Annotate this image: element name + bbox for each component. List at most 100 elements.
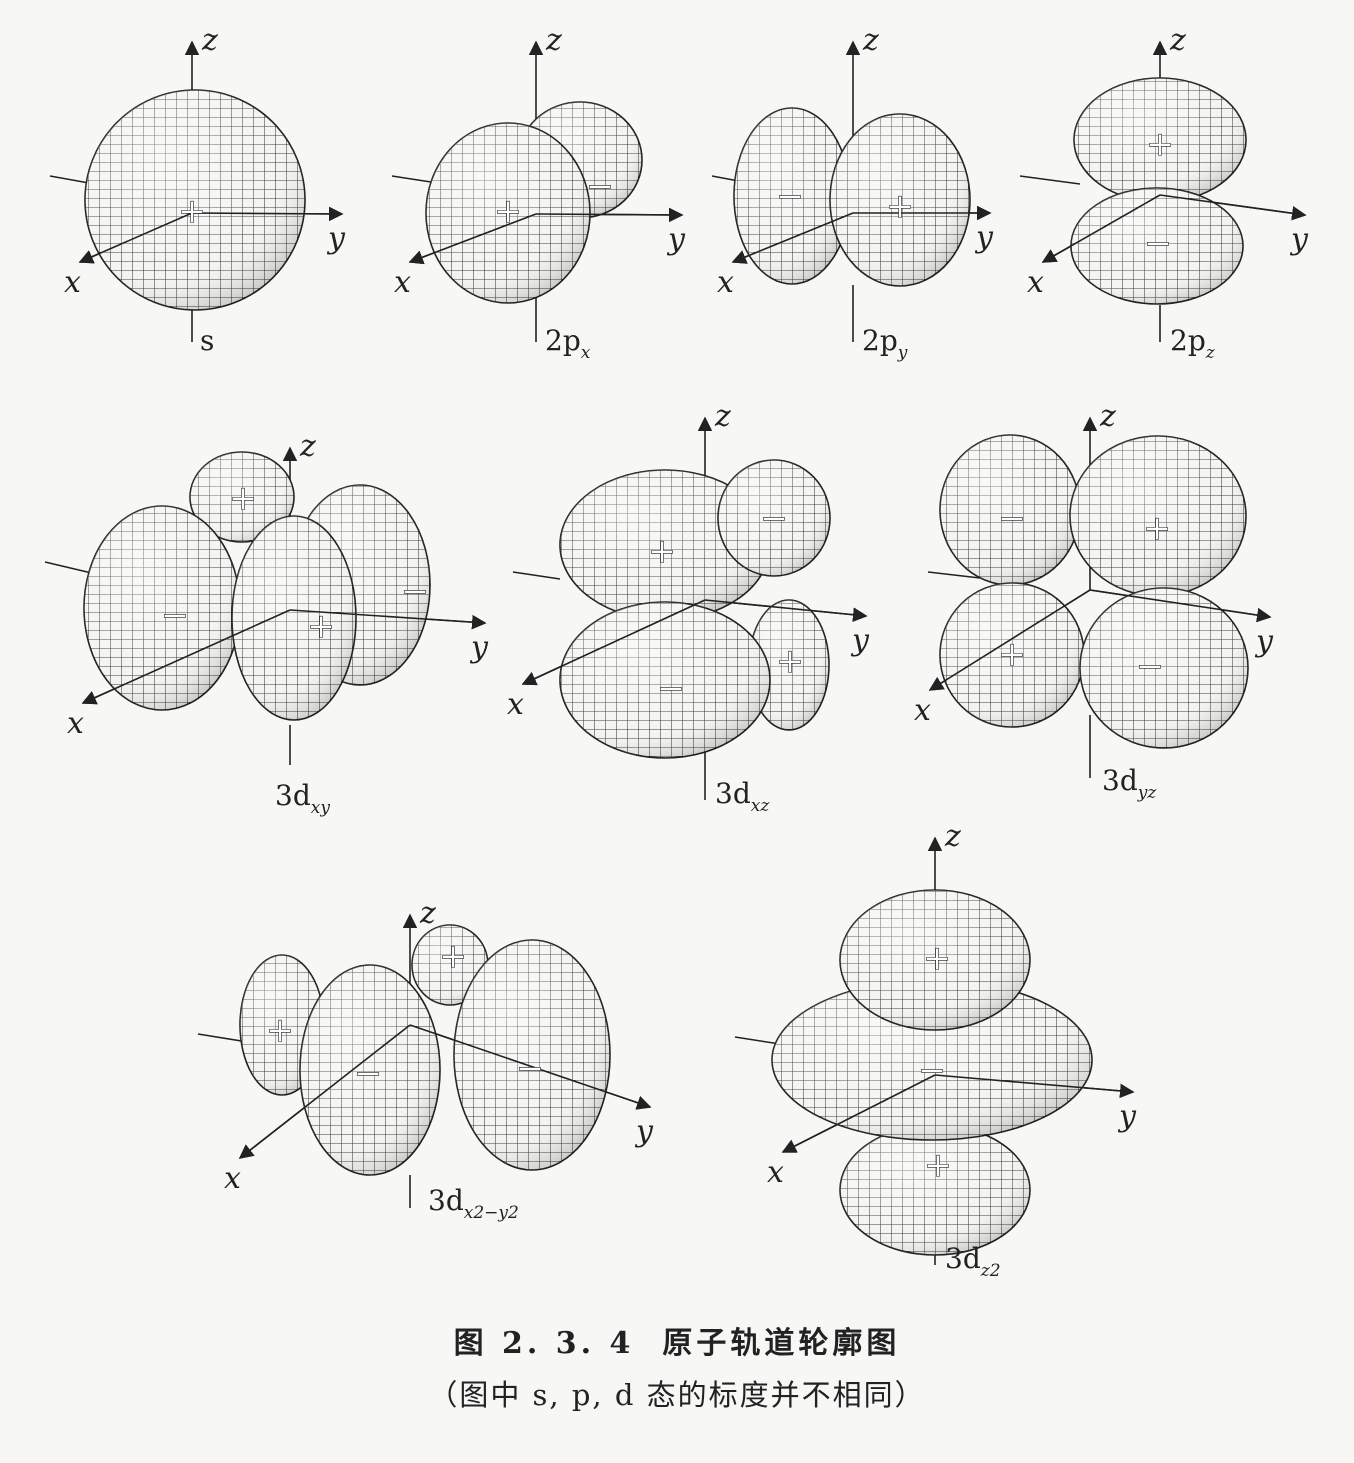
figure-subtitle: （图中 s, p, d 态的标度并不相同） <box>428 1378 926 1412</box>
x-axis-label: x <box>67 706 84 741</box>
phase-sign-3dyz-0: − <box>998 499 1027 539</box>
phase-sign-3dxy-1: − <box>401 572 430 612</box>
phase-sign-2py-0: − <box>776 177 805 217</box>
lobe-3dx2y2-0-shade <box>412 925 488 1005</box>
x-axis-front <box>781 1074 936 1153</box>
z-axis-label: z <box>862 23 879 58</box>
lobe-2pz-1-shade <box>1071 188 1243 304</box>
orbital-label: 2py <box>862 324 908 363</box>
lobe-3dxy-0-shade <box>190 452 294 542</box>
phase-sign-3dyz-1: + <box>1143 509 1172 549</box>
x-axis-label: x <box>717 265 734 300</box>
phase-sign-3dxz-3: − <box>657 669 686 709</box>
phase-sign-3dx2y2-1: − <box>516 1049 545 1089</box>
phase-sign-3dxz-1: − <box>760 499 789 539</box>
lobe-3dxz-2-shade <box>749 600 829 730</box>
lobe-3dxy-2-shade <box>84 506 240 710</box>
y-axis-front <box>535 207 684 223</box>
y-axis-front <box>1089 589 1272 623</box>
figure-title-text: 原子轨道轮廓图 <box>662 1326 901 1361</box>
y-axis-label: y <box>326 221 346 256</box>
x-axis-label: x <box>914 693 931 728</box>
lobe-3dyz-1-shade <box>1070 436 1246 596</box>
orbital-panel-3dxz: zxy+−+−3dxz <box>507 399 870 816</box>
orbital-label: 3dyz <box>1102 764 1157 803</box>
phase-sign-3dxy-3: + <box>307 607 336 647</box>
phase-sign-3dxy-2: − <box>161 596 190 636</box>
z-axis-label: z <box>1099 399 1116 434</box>
figure-number: 图 2. 3. 4 <box>453 1326 635 1361</box>
x-axis-label: x <box>1027 265 1044 300</box>
x-axis-label: x <box>767 1155 784 1190</box>
y-axis-label: y <box>1254 624 1274 659</box>
orbital-panel-2px: zxy+−2px <box>391 23 686 363</box>
z-axis-label: z <box>419 896 436 931</box>
x-axis-front <box>1041 194 1161 263</box>
orbital-label: 2px <box>545 324 591 363</box>
phase-sign-3dxz-0: + <box>648 532 677 572</box>
lobe-3dyz-3-shade <box>1080 588 1248 748</box>
y-axis-label: y <box>469 630 489 665</box>
lobe-3dz2-0-shade <box>840 1125 1030 1255</box>
orbital-label: 3dxy <box>275 779 330 818</box>
phase-sign-2px-1: − <box>586 167 615 207</box>
phase-sign-3dz2-2: + <box>923 939 952 979</box>
y-axis-label: y <box>850 623 870 658</box>
y-axis-label: y <box>666 222 686 257</box>
lobe-3dxz-0-shade <box>560 470 770 620</box>
x-axis-label: x <box>224 1161 241 1196</box>
x-axis-front <box>521 599 706 686</box>
orbital-label: 2pz <box>1170 324 1216 363</box>
y-axis-front <box>1159 194 1307 221</box>
lobe-3dyz-0-shade <box>940 435 1080 585</box>
lobe-3dxy-3-shade <box>232 516 356 720</box>
phase-sign-3dx2y2-3: − <box>354 1054 383 1094</box>
phase-sign-3dyz-3: − <box>1136 647 1165 687</box>
orbital-panel-2pz: zxy+−2pz <box>1019 23 1309 363</box>
orbital-label: 3dxz <box>715 777 770 816</box>
x-axis-back <box>927 571 981 579</box>
z-axis-label: z <box>545 23 562 58</box>
orbital-label: 3dz2 <box>945 1242 1001 1281</box>
orbital-panel-3dz2: zxy+−+3dz2 <box>734 819 1137 1281</box>
lobe-3dxz-1-shade <box>718 460 830 576</box>
y-axis-front <box>409 1024 652 1110</box>
x-axis-back <box>734 1036 781 1045</box>
x-axis-back <box>512 571 561 580</box>
lobe-s-0-shade <box>85 90 305 310</box>
phase-sign-3dx2y2-0: + <box>439 937 468 977</box>
orbital-label: 3dx2−y2 <box>428 1184 519 1223</box>
lobe-2py-1-shade <box>830 114 970 286</box>
phase-sign-2pz-0: + <box>1146 125 1175 165</box>
z-axis-label: z <box>299 429 316 464</box>
y-axis-label: y <box>974 220 994 255</box>
phase-sign-3dz2-0: + <box>924 1146 953 1186</box>
z-axis-label: z <box>1169 23 1186 58</box>
x-axis-back <box>1019 175 1081 185</box>
phase-sign-3dxy-0: + <box>229 479 258 519</box>
phase-sign-2pz-1: − <box>1144 224 1173 264</box>
lobe-2pz-0-shade <box>1074 78 1246 202</box>
x-axis-label: x <box>507 687 524 722</box>
y-axis-label: y <box>1117 1099 1137 1134</box>
orbital-panel-3dx2y2: zxy+−+−3dx2−y2 <box>197 896 654 1223</box>
phase-sign-2py-1: + <box>886 187 915 227</box>
x-axis-front <box>238 1024 411 1159</box>
phase-sign-3dyz-2: + <box>998 635 1027 675</box>
lobe-3dz2-1-shade <box>772 980 1092 1140</box>
x-axis-front <box>731 212 854 264</box>
orbital-panel-2py: z x y − +2py <box>711 23 994 363</box>
phase-sign-3dxz-2: + <box>776 642 805 682</box>
y-axis-front <box>704 599 868 622</box>
y-axis-label: y <box>634 1114 654 1149</box>
orbital-label: s <box>200 324 214 357</box>
x-axis-front <box>81 609 291 705</box>
lobe-2py-0-shade <box>734 108 850 284</box>
figure-title: 图 2. 3. 4 原子轨道轮廓图 <box>0 1318 1354 1362</box>
lobe-3dx2y2-1-shade <box>454 940 610 1170</box>
z-axis-label: z <box>201 23 218 58</box>
x-axis-front <box>78 212 193 264</box>
orbital-panel-3dxy: z x y + − − +3dxy <box>44 429 489 818</box>
lobe-3dz2-2-shade <box>840 890 1030 1030</box>
